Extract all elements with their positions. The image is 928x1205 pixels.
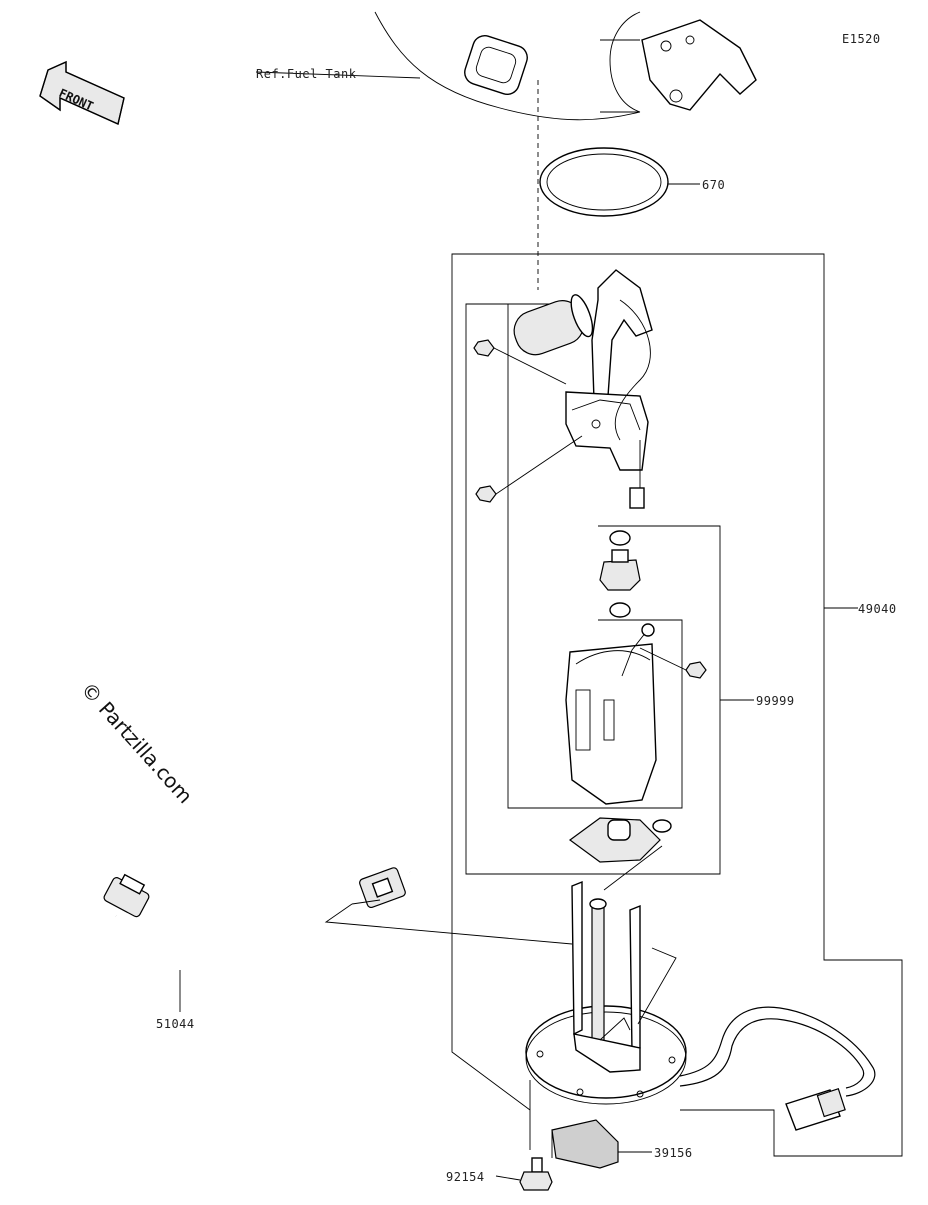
small-o-ring — [652, 819, 672, 833]
fuel-hose-51044 — [103, 772, 412, 970]
o-ring-670 — [539, 147, 669, 217]
diagram-code: E1520 — [842, 32, 881, 46]
bolt-92154 — [519, 1157, 553, 1191]
regulator — [599, 549, 641, 591]
fuel-tank-reference — [374, 11, 757, 121]
part-number-49040: 49040 — [858, 602, 897, 616]
pad-39156 — [551, 1119, 619, 1169]
part-number-39156: 39156 — [654, 1146, 693, 1160]
part-number-99999: 99999 — [756, 694, 795, 708]
pump-flange-assembly — [525, 880, 687, 1105]
fuel-filter-body — [565, 623, 657, 805]
assembly-outline-left — [451, 253, 538, 1111]
part-number-51044: 51044 — [156, 1017, 195, 1031]
seal-ring-1 — [609, 530, 631, 546]
part-number-92154: 92154 — [446, 1170, 485, 1184]
wire-harness — [679, 1006, 876, 1131]
fuel-pump-upper — [513, 269, 653, 509]
watermark: © Partzilla.com — [76, 677, 197, 808]
filter-cap — [568, 817, 661, 863]
filter-screw — [639, 647, 707, 679]
seal-ring-2 — [609, 602, 631, 618]
fuel-tank-label: Ref.Fuel Tank — [256, 67, 357, 81]
screw-lower — [475, 435, 583, 503]
screw-upper — [473, 339, 567, 385]
part-number-670: 670 — [702, 178, 725, 192]
front-arrow-icon: FRONT — [39, 60, 125, 125]
